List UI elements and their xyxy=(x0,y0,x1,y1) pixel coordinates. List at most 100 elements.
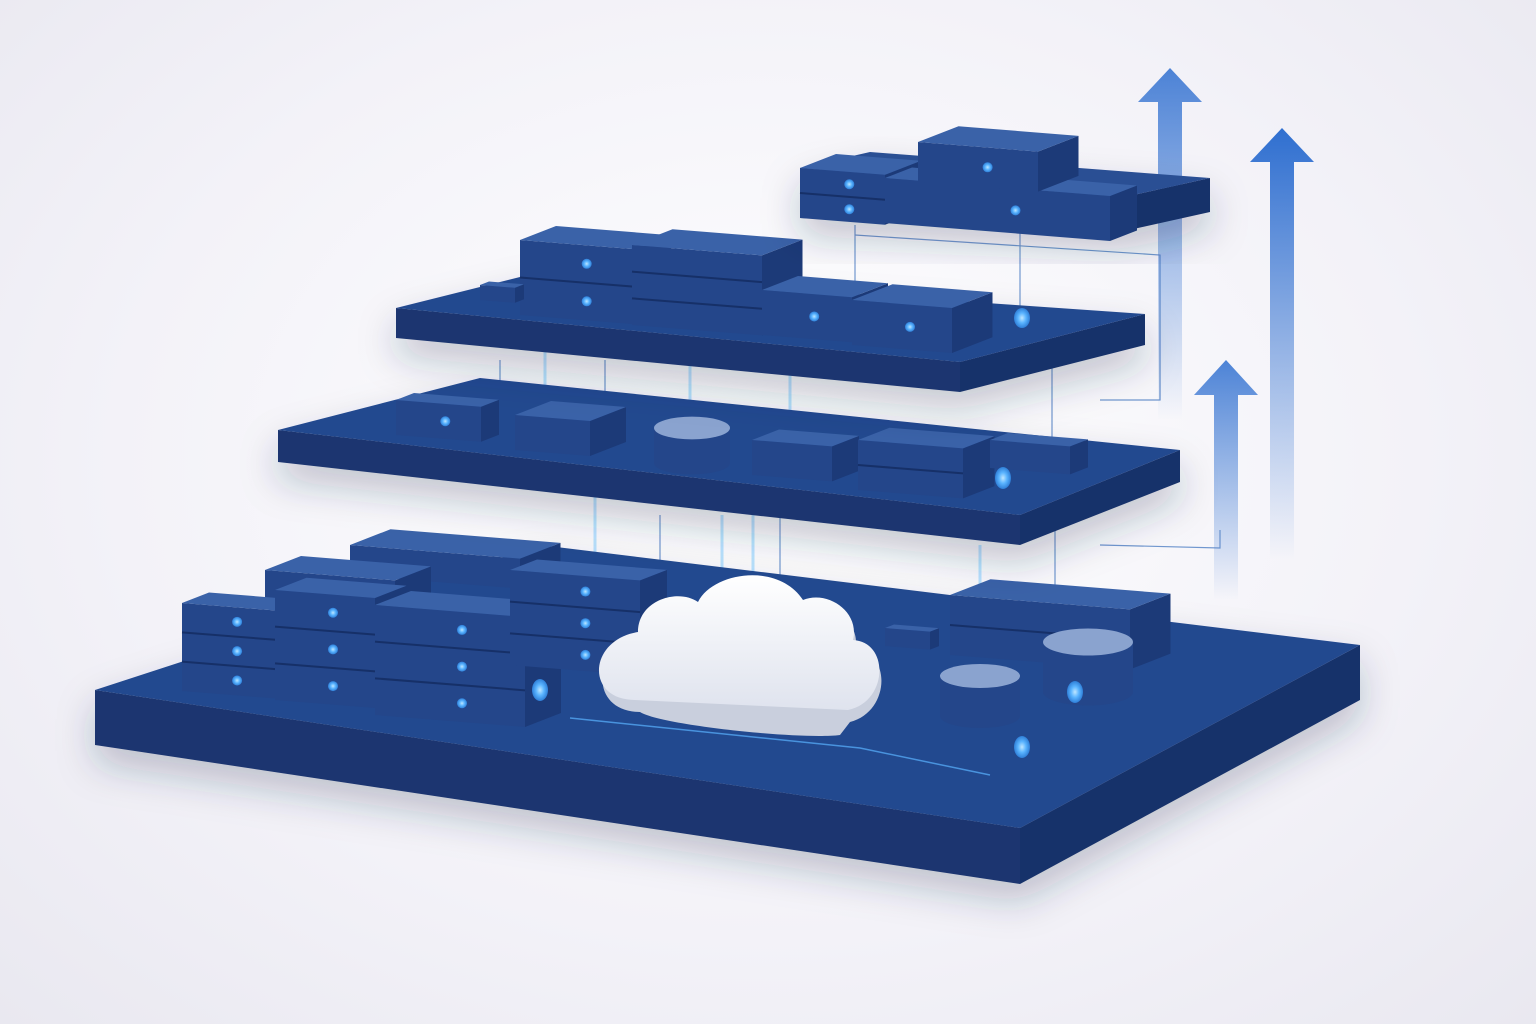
server-top xyxy=(350,529,561,559)
server-side xyxy=(1070,439,1088,475)
status-light-icon xyxy=(457,661,467,672)
server-rack-icon xyxy=(990,433,1088,475)
server-rack-icon xyxy=(857,427,995,499)
server-rack-icon xyxy=(852,284,993,353)
server-rack-icon xyxy=(918,126,1079,192)
server-front xyxy=(632,245,762,336)
connector-line xyxy=(854,234,1161,401)
server-side xyxy=(963,436,995,499)
server-divider xyxy=(519,276,636,288)
status-light-icon xyxy=(844,179,855,190)
server-front xyxy=(885,628,930,650)
server-divider xyxy=(374,640,526,655)
middle-servers xyxy=(396,393,1088,499)
status-light-icon xyxy=(328,607,338,618)
status-light-icon xyxy=(809,311,820,322)
server-front xyxy=(480,285,515,303)
top-servers xyxy=(799,126,1137,241)
server-side xyxy=(481,399,499,442)
server-top xyxy=(950,579,1171,610)
base-platform-front xyxy=(95,690,1020,884)
status-light-icon xyxy=(580,618,591,629)
server-top xyxy=(762,276,888,298)
server-side xyxy=(515,284,524,303)
server-front xyxy=(885,178,1110,241)
status-light-icon xyxy=(581,296,592,307)
status-light-icon xyxy=(1014,736,1030,758)
server-top xyxy=(510,559,667,581)
status-light-icon xyxy=(1067,681,1083,703)
status-light-icon xyxy=(232,675,243,686)
server-side xyxy=(1130,593,1171,670)
base-platform-side xyxy=(1020,645,1360,884)
server-divider xyxy=(374,677,526,692)
server-top xyxy=(918,126,1079,152)
middle-platform-front xyxy=(278,430,1020,545)
server-rack-icon xyxy=(480,281,524,303)
base-servers xyxy=(181,529,1171,776)
server-top xyxy=(520,226,671,250)
server-side xyxy=(1038,135,1079,192)
status-light-icon xyxy=(581,258,592,269)
up-arrow-icon xyxy=(1194,360,1258,600)
cloud-icon xyxy=(598,575,882,736)
server-front xyxy=(852,300,952,353)
server-rack-icon xyxy=(396,393,499,442)
server-side xyxy=(930,628,939,650)
server-side xyxy=(1110,185,1137,241)
database-icon xyxy=(1043,628,1133,706)
upper-platform-side xyxy=(960,314,1145,392)
upper-platform-front xyxy=(396,308,960,392)
server-divider xyxy=(181,631,278,641)
server-front xyxy=(275,590,375,708)
status-light-icon xyxy=(844,204,855,215)
status-light-icon xyxy=(457,624,467,635)
circuit-trace xyxy=(569,717,991,776)
top-platform-side xyxy=(1120,178,1210,232)
database-icon xyxy=(940,664,1020,728)
server-top xyxy=(480,281,524,288)
server-divider xyxy=(274,625,376,636)
status-light-icon xyxy=(1014,308,1030,328)
server-rack-icon xyxy=(752,429,859,482)
middle-platform-side xyxy=(1020,450,1180,545)
up-arrow-icon xyxy=(1250,128,1314,560)
status-light-icon xyxy=(982,162,993,173)
server-top xyxy=(632,229,803,256)
status-light-icon xyxy=(232,646,243,657)
status-light-icon xyxy=(232,616,243,627)
server-divider xyxy=(509,600,641,614)
growth-arrows xyxy=(1138,68,1314,600)
server-front xyxy=(990,440,1070,475)
server-front xyxy=(182,603,277,699)
server-side xyxy=(590,407,626,456)
status-light-icon xyxy=(532,679,548,701)
server-top xyxy=(396,393,499,407)
server-divider xyxy=(181,660,278,671)
server-side xyxy=(832,435,859,482)
server-top xyxy=(275,577,407,598)
server-front xyxy=(762,290,852,343)
server-front xyxy=(396,400,481,442)
status-light-icon xyxy=(905,321,915,332)
server-divider xyxy=(631,270,763,284)
server-divider xyxy=(857,464,964,475)
server-front xyxy=(918,142,1038,192)
connector-line xyxy=(1099,530,1221,549)
server-rack-icon xyxy=(885,624,939,650)
server-top xyxy=(852,284,993,308)
up-arrow-icon xyxy=(1138,68,1202,420)
status-light-icon xyxy=(328,681,338,692)
status-light-icon xyxy=(580,586,591,597)
server-divider xyxy=(274,662,376,673)
server-top xyxy=(990,433,1088,447)
database-icon xyxy=(654,416,730,475)
server-top xyxy=(752,429,859,447)
status-light-icon xyxy=(440,416,451,427)
status-light-icon xyxy=(580,649,591,660)
status-light-icon xyxy=(995,467,1011,489)
server-top xyxy=(858,427,995,449)
upper-servers xyxy=(480,226,1030,353)
status-light-icon xyxy=(328,644,338,655)
server-front xyxy=(752,440,832,482)
